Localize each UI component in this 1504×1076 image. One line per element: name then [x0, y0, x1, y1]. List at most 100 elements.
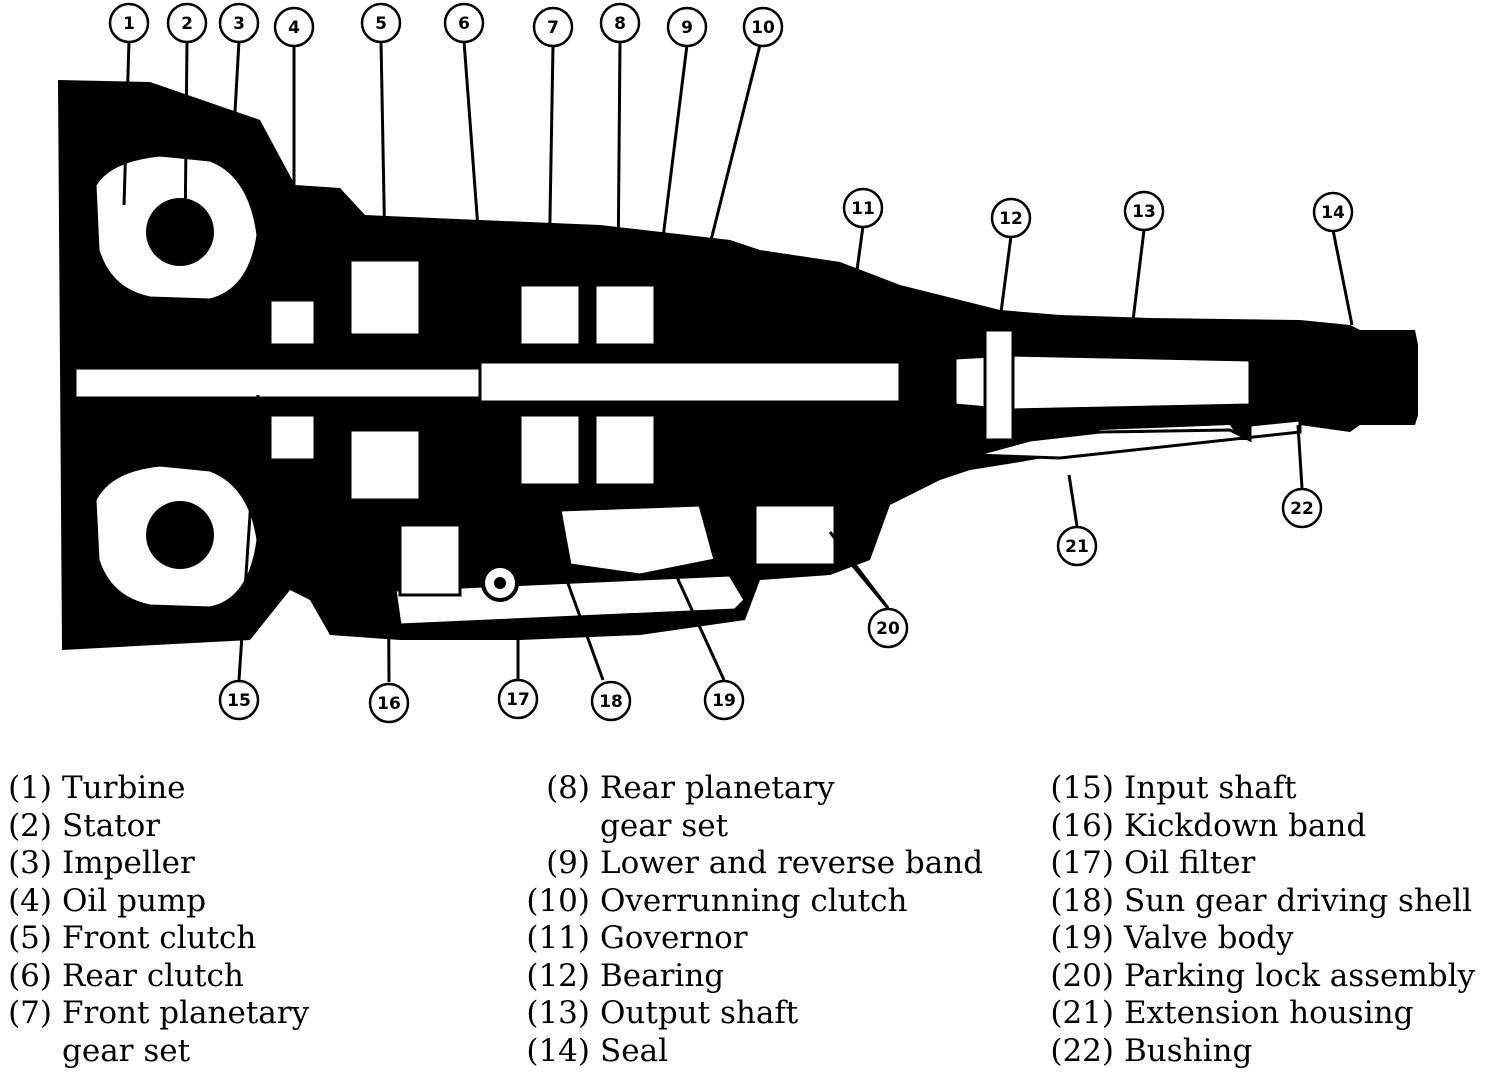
legend-label: Rear planetary	[600, 770, 835, 806]
legend-number: (12)	[526, 957, 590, 994]
callout-number: 22	[1290, 499, 1314, 519]
legend-label: Extension housing	[1124, 995, 1414, 1031]
callout-22: 22	[1281, 487, 1323, 529]
callout-circle	[273, 6, 315, 48]
callout-21: 21	[1056, 525, 1098, 567]
callout-18: 18	[590, 680, 632, 722]
callout-circle	[1312, 191, 1354, 233]
callout-circle	[218, 679, 260, 721]
callout-7: 7	[532, 6, 574, 48]
legend-number: (14)	[526, 1032, 590, 1069]
callout-number: 4	[288, 18, 300, 38]
callout-circle	[742, 6, 784, 48]
callout-circle	[1281, 487, 1323, 529]
legend-number: (16)	[1050, 807, 1114, 844]
callout-number: 20	[876, 619, 900, 639]
callout-14: 14	[1312, 191, 1354, 233]
callout-11: 11	[842, 187, 884, 229]
callout-2: 2	[166, 2, 208, 44]
transmission-body	[58, 80, 1418, 650]
legend-number: (19)	[1050, 920, 1114, 956]
callout-circle	[703, 679, 745, 721]
legend-label: Bushing	[1124, 1032, 1253, 1069]
callout-6: 6	[443, 2, 485, 44]
callout-number: 16	[377, 694, 401, 714]
callout-number: 19	[712, 691, 736, 711]
callout-10: 10	[742, 6, 784, 48]
callout-19: 19	[703, 679, 745, 721]
legend-number: (2)	[8, 807, 52, 844]
legend-label: Sun gear driving shell	[1124, 882, 1473, 919]
legend-label: Input shaft	[1124, 770, 1297, 806]
callout-12: 12	[990, 197, 1032, 239]
legend-number: (11)	[526, 920, 590, 956]
callout-circle	[368, 682, 410, 724]
callout-circle	[1056, 525, 1098, 567]
callout-number: 10	[751, 18, 775, 38]
legend-label: Valve body	[1124, 920, 1294, 956]
legend-number: (22)	[1050, 1032, 1114, 1069]
callout-4: 4	[273, 6, 315, 48]
callout-circle	[360, 2, 402, 44]
callout-17: 17	[497, 678, 539, 720]
legend-label: Front planetary	[62, 995, 310, 1031]
callout-1: 1	[108, 2, 150, 44]
callout-circle	[532, 6, 574, 48]
legend-number: (10)	[526, 882, 590, 919]
callout-number: 21	[1065, 537, 1089, 557]
legend-label: gear set	[600, 807, 729, 844]
legend-number: (13)	[526, 995, 590, 1031]
legend-number: (15)	[1050, 770, 1114, 806]
callout-number: 18	[599, 692, 623, 712]
legend-number: (18)	[1050, 882, 1114, 919]
callout-15: 15	[218, 679, 260, 721]
main-shaft-shape	[478, 360, 902, 404]
legend-label: Impeller	[62, 845, 195, 881]
callout-16: 16	[368, 682, 410, 724]
callout-number: 3	[233, 14, 245, 34]
callout-circle	[842, 187, 884, 229]
callout-number: 11	[851, 199, 875, 219]
legend-label: Bearing	[600, 957, 725, 994]
callout-number: 14	[1321, 203, 1345, 223]
callout-circle	[166, 2, 208, 44]
legend-label: gear set	[62, 1032, 191, 1069]
callout-circle	[218, 2, 260, 44]
callout-number: 2	[181, 14, 193, 34]
legend-label: Kickdown band	[1124, 807, 1367, 844]
callout-circle	[666, 6, 708, 48]
callout-20: 20	[867, 607, 909, 649]
legend-number: (8)	[546, 770, 590, 806]
callout-number: 5	[375, 14, 387, 34]
valve-body-shape	[558, 503, 717, 577]
callout-circle	[1123, 190, 1165, 232]
legend-label: Stator	[62, 807, 161, 844]
legend-number: (3)	[8, 845, 52, 881]
callout-number: 9	[681, 18, 693, 38]
extension-housing-shape	[974, 418, 1302, 460]
legend-label: Lower and reverse band	[600, 845, 984, 881]
callout-number: 13	[1132, 202, 1156, 222]
legend-label: Governor	[600, 920, 748, 956]
legend-number: (4)	[8, 882, 52, 919]
input-shaft-shape	[73, 366, 497, 400]
callout-3: 3	[218, 2, 260, 44]
callout-number: 7	[547, 18, 559, 38]
callout-number: 15	[227, 691, 251, 711]
legend-number: (7)	[8, 995, 52, 1031]
callout-circle	[497, 678, 539, 720]
legend-number: (5)	[8, 920, 52, 956]
callout-13: 13	[1123, 190, 1165, 232]
callout-number: 1	[123, 14, 135, 34]
callout-9: 9	[666, 6, 708, 48]
callout-5: 5	[360, 2, 402, 44]
legend-number: (17)	[1050, 845, 1114, 881]
legend-number: (21)	[1050, 995, 1114, 1031]
leader-lines	[122, 40, 1354, 683]
legend-label: Turbine	[62, 770, 186, 806]
parts-legend: (1)Turbine (2)Stator (3)Impeller (4)Oil …	[0, 770, 1504, 1076]
callout-circle	[990, 197, 1032, 239]
legend-label: Rear clutch	[62, 957, 244, 994]
